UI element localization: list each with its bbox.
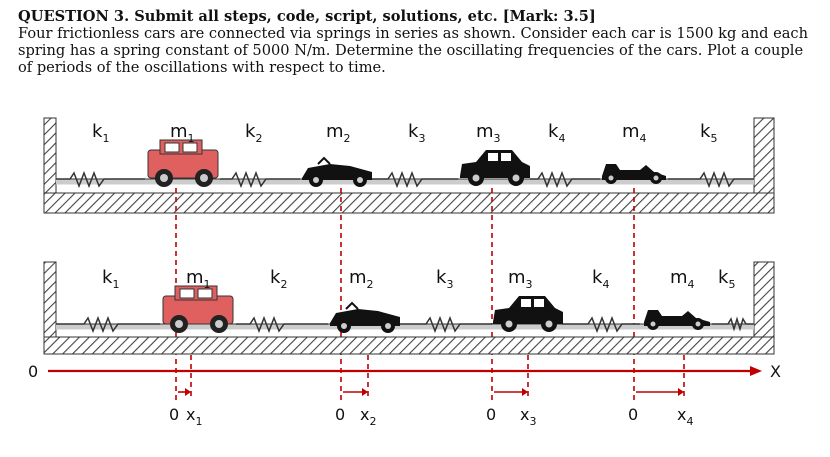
label-m2-top: m2 [326,121,351,145]
label-m4-bottom: m4 [670,267,695,291]
label-m1-bottom: m1 [186,267,211,291]
spring-k3-top [372,170,458,189]
label-m3-bottom: m3 [508,267,533,291]
label-k4-top: k4 [548,121,565,145]
x4-label: x4 [677,405,693,428]
car-m1-jeep-bottom [162,285,234,333]
label-k3-top: k3 [408,121,425,145]
spring-k1-top [56,170,145,189]
ground-bottom [43,336,775,355]
label-k4-bottom: k4 [592,267,609,291]
car-m2-convertible-bottom [330,301,400,333]
zero-label-m4: 0 [628,405,638,424]
spring-k5-bottom [712,316,754,332]
bottom-panel: k1 m1 k2 m2 k3 m3 k4 m4 k5 [43,261,775,355]
x-axis-origin-label: 0 [28,362,38,381]
car-m3-sedan-bottom [493,296,563,332]
x-axis-label: X [770,362,781,381]
label-k2-bottom: k2 [270,267,287,291]
label-k1-bottom: k1 [102,267,119,291]
equilibrium-lines [175,188,635,400]
car-m2-convertible-top [302,156,372,187]
x1-label: x1 [186,405,202,428]
spring-k3-bottom [400,315,492,334]
x-axis: 0 X [28,362,781,381]
spring-k5-top [668,170,754,189]
zero-label-m2: 0 [335,405,345,424]
question-body: Four frictionless cars are connected via… [18,25,809,76]
spring-k2-top [220,170,300,189]
label-k5-bottom: k5 [718,267,735,291]
car-m3-sedan-top [460,150,530,186]
ground-top [43,192,775,214]
label-m1-top: m1 [170,121,195,145]
displaced-lines [190,355,685,400]
label-k3-bottom: k3 [436,267,453,291]
top-panel: k1 m1 k2 m2 k3 m3 k4 m4 k5 [43,117,775,214]
spring-k2-bottom [236,315,328,334]
label-m4-top: m4 [622,121,647,145]
x2-label: x2 [360,405,376,428]
zero-label-m1: 0 [169,405,179,424]
label-m2-bottom: m2 [349,267,374,291]
car-m4-racecar-bottom [644,310,710,330]
label-m3-top: m3 [476,121,501,145]
label-k1-top: k1 [92,121,109,145]
car-m4-racecar-top [602,164,666,184]
spring-k4-bottom [562,315,640,334]
car-m1-jeep-top [147,139,219,187]
x-axis-arrowhead [750,366,762,376]
label-k2-top: k2 [245,121,262,145]
zero-label-m3: 0 [486,405,496,424]
label-k5-top: k5 [700,121,717,145]
displacement-arrows [178,388,684,396]
question-text: QUESTION 3. Submit all steps, code, scri… [18,8,818,76]
spring-k1-bottom [56,315,160,334]
question-title: QUESTION 3. Submit all steps, code, scri… [18,8,596,25]
x3-label: x3 [520,405,536,428]
spring-k4-top [530,170,600,189]
